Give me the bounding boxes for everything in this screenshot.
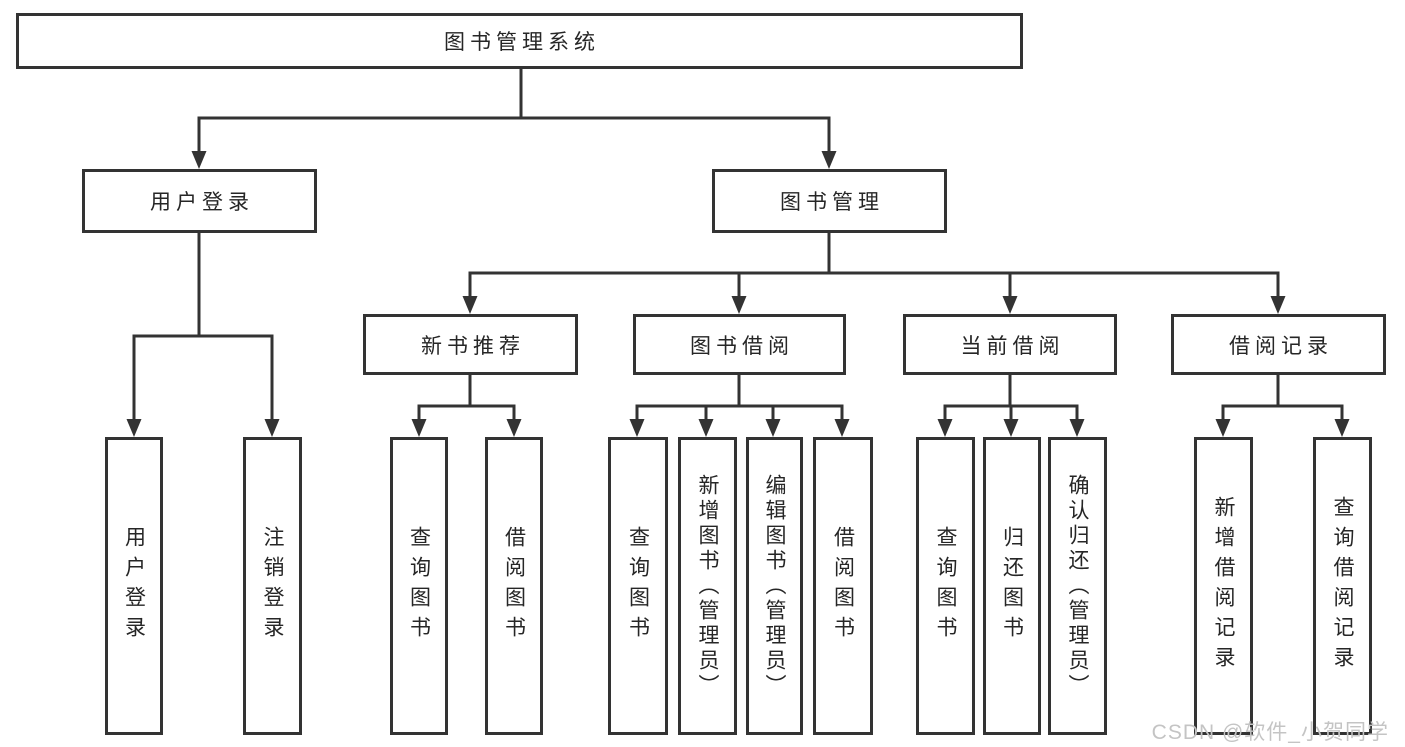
leaf-confirm-return-admin-label: 确认归还（管理员） (1066, 473, 1089, 699)
leaf-user-login: 用户登录 (105, 437, 163, 735)
leaf-query-books-recommend: 查询图书 (390, 437, 448, 735)
leaf-query-borrow-record: 查询借阅记录 (1313, 437, 1372, 735)
leaf-query-books-current-label: 查询图书 (934, 526, 957, 646)
connector-borrowing-to-leaves (629, 375, 850, 437)
node-user-login: 用户登录 (82, 169, 317, 233)
leaf-query-borrow-record-label: 查询借阅记录 (1331, 496, 1354, 676)
leaf-logout: 注销登录 (243, 437, 302, 735)
node-borrowing-records-label: 借阅记录 (1229, 334, 1333, 358)
leaf-add-borrow-record-label: 新增借阅记录 (1212, 496, 1235, 676)
leaf-return-books: 归还图书 (983, 437, 1041, 735)
node-book-management-label: 图书管理 (780, 191, 884, 214)
leaf-query-books-borrowing: 查询图书 (608, 437, 668, 735)
connector-current-to-leaves (937, 375, 1085, 437)
node-book-borrowing-label: 图书借阅 (690, 334, 794, 358)
leaf-borrow-books-label: 借阅图书 (831, 526, 855, 646)
node-root: 图书管理系统 (16, 13, 1023, 69)
leaf-edit-book-admin-label: 编辑图书（管理员） (763, 473, 786, 699)
leaf-query-books-current: 查询图书 (916, 437, 975, 735)
node-current-borrowing: 当前借阅 (903, 314, 1117, 375)
node-new-book-recommend-label: 新书推荐 (421, 334, 525, 358)
node-user-login-label: 用户登录 (150, 191, 254, 214)
node-current-borrowing-label: 当前借阅 (960, 334, 1065, 358)
connector-root-to-level2 (191, 69, 837, 169)
leaf-confirm-return-admin: 确认归还（管理员） (1048, 437, 1107, 735)
leaf-borrow-books-recommend: 借阅图书 (485, 437, 543, 735)
leaf-borrow-books: 借阅图书 (813, 437, 873, 735)
connector-newbooks-to-leaves (411, 375, 522, 437)
leaf-add-borrow-record: 新增借阅记录 (1194, 437, 1253, 735)
node-borrowing-records: 借阅记录 (1171, 314, 1386, 375)
connector-records-to-leaves (1215, 375, 1350, 437)
leaf-query-books-recommend-label: 查询图书 (407, 526, 431, 646)
node-new-book-recommend: 新书推荐 (363, 314, 578, 375)
leaf-borrow-books-recommend-label: 借阅图书 (502, 526, 526, 646)
connector-management-to-level3 (462, 233, 1286, 314)
node-book-management: 图书管理 (712, 169, 947, 233)
leaf-user-login-label: 用户登录 (122, 526, 146, 646)
leaf-add-book-admin-label: 新增图书（管理员） (696, 473, 719, 699)
leaf-logout-label: 注销登录 (261, 526, 284, 646)
watermark-text: CSDN @软件_小贺同学 (1151, 721, 1389, 744)
leaf-add-book-admin: 新增图书（管理员） (678, 437, 737, 735)
node-book-borrowing: 图书借阅 (633, 314, 846, 375)
leaf-edit-book-admin: 编辑图书（管理员） (746, 437, 803, 735)
connector-login-to-leaves (126, 233, 280, 437)
leaf-query-books-borrowing-label: 查询图书 (626, 526, 650, 646)
leaf-return-books-label: 归还图书 (1000, 526, 1024, 646)
node-root-label: 图书管理系统 (444, 31, 600, 54)
